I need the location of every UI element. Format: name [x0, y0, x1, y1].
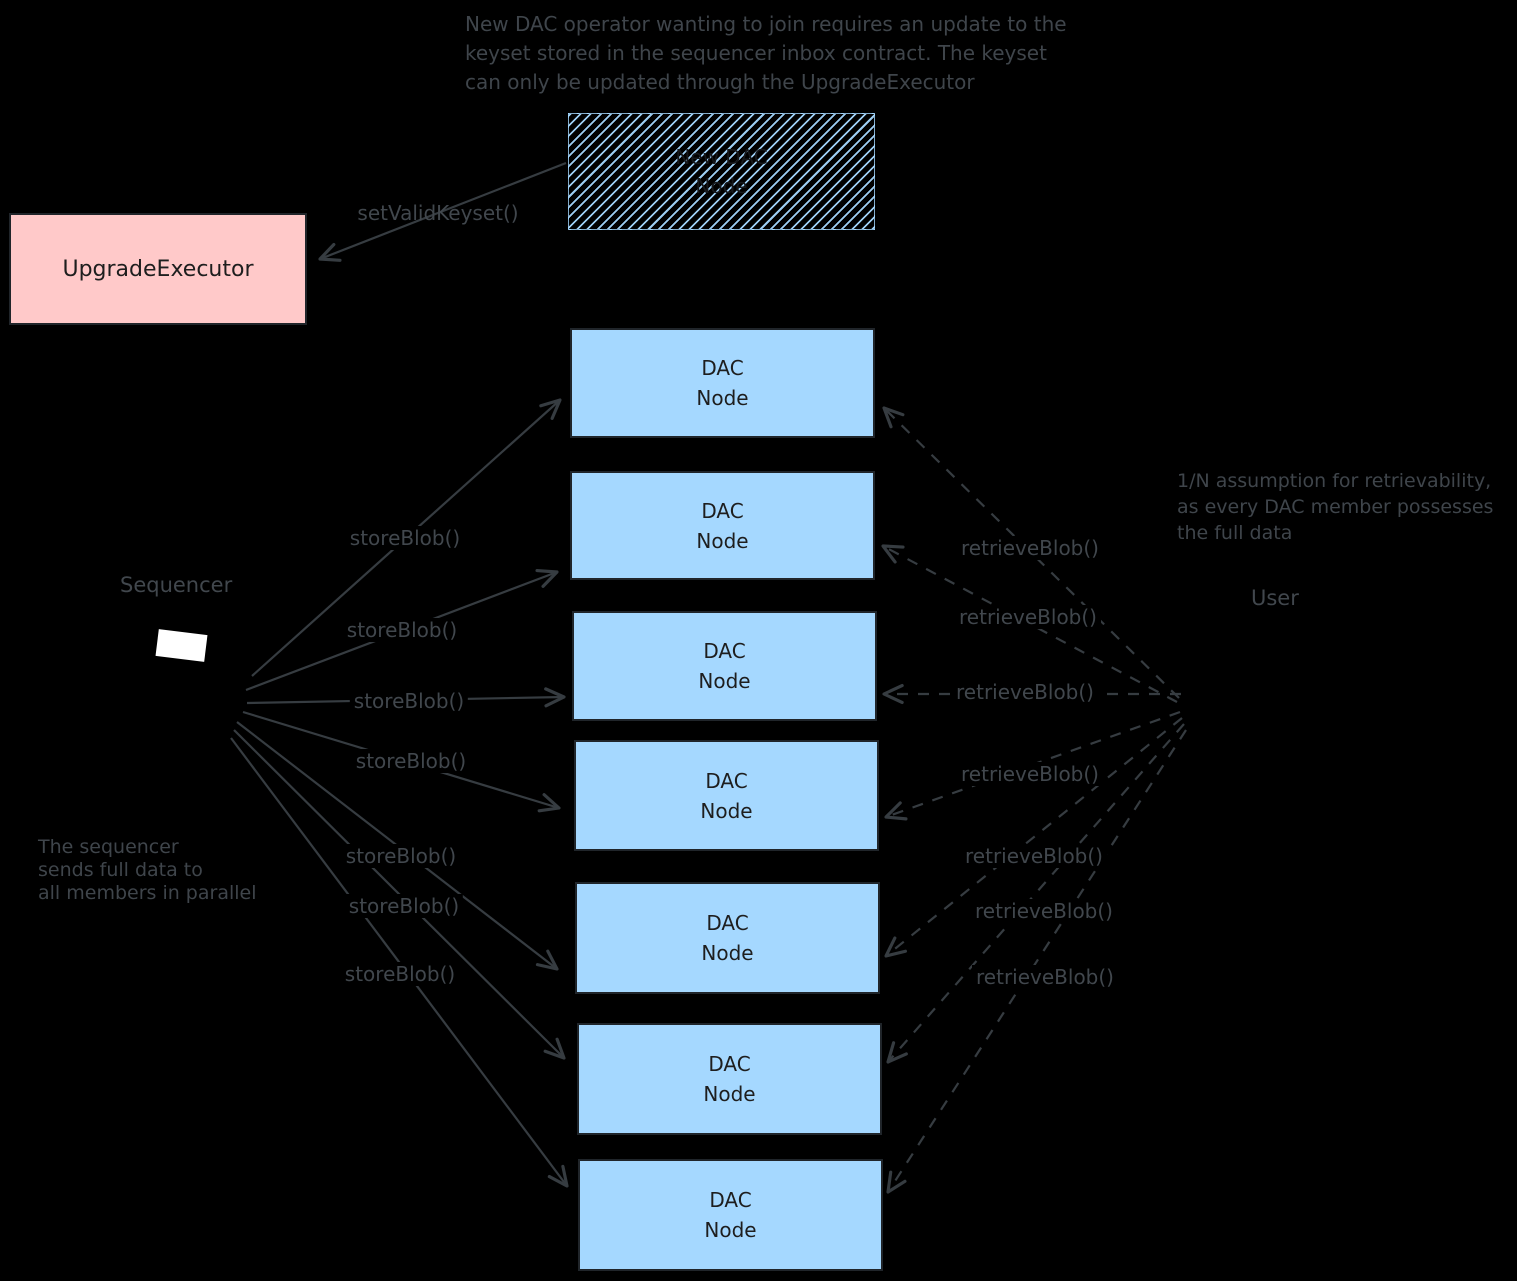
parallel-note: The sequencer sends full data to all mem…: [38, 836, 257, 905]
note-line: can only be updated through the UpgradeE…: [465, 70, 975, 94]
retrieve-blob-label-7: retrieveBlob(): [972, 965, 1118, 989]
note-line: the full data: [1177, 522, 1293, 544]
dac-node-label: DAC: [708, 1052, 751, 1076]
store-blob-label-3: storeBlob(): [349, 689, 469, 713]
dac-node-label: DAC: [709, 1188, 752, 1212]
dac-node-label: Node: [698, 669, 751, 693]
dac-node-label: Node: [700, 798, 753, 823]
dac-node-label: DAC: [701, 498, 744, 523]
dac-node-box-2: DAC Node: [570, 471, 875, 580]
dac-node-label: DAC: [706, 911, 749, 935]
set-valid-keyset-arrow: [318, 161, 567, 262]
dac-node-label: DAC: [703, 639, 746, 663]
upgrade-executor-box: UpgradeExecutor: [9, 213, 307, 325]
store-blob-label-4: storeBlob(): [351, 749, 471, 773]
note-line: The sequencer: [38, 836, 179, 858]
dac-node-label: Node: [704, 1218, 757, 1242]
retrieve-blob-label-5: retrieveBlob(): [961, 844, 1107, 868]
dac-node-box-6: DAC Node: [577, 1023, 882, 1135]
sequencer-icon: [155, 629, 208, 662]
note-line: as every DAC member possesses: [1177, 496, 1494, 518]
set-valid-keyset-label: setValidKeyset(): [357, 201, 519, 225]
retrieve-blob-arrow-5: [884, 717, 1183, 958]
store-blob-label-2: storeBlob(): [342, 618, 462, 642]
retrieve-blob-arrow-7: [886, 729, 1187, 1194]
store-blob-label-5: storeBlob(): [341, 844, 461, 868]
retrieve-blob-label-4: retrieveBlob(): [957, 762, 1103, 786]
dac-node-box-1: DAC Node: [570, 328, 875, 438]
retrieve-blob-label-2: retrieveBlob(): [955, 605, 1101, 629]
upgrade-executor-label: UpgradeExecutor: [62, 256, 254, 282]
dac-node-label: Node: [696, 386, 749, 410]
store-blob-label-6: storeBlob(): [344, 894, 464, 918]
note-line: keyset stored in the sequencer inbox con…: [465, 41, 1047, 65]
note-line: sends full data to: [38, 859, 203, 881]
sequencer-label: Sequencer: [120, 573, 233, 597]
dac-node-label: DAC: [705, 768, 748, 793]
dac-node-label: Node: [703, 1082, 756, 1106]
new-dac-node-box: New DAC Node: [568, 113, 875, 230]
retrieve-blob-label-3: retrieveBlob(): [952, 680, 1098, 704]
store-blob-label-1: storeBlob(): [345, 526, 465, 550]
new-dac-node-label-line1: New DAC: [675, 144, 768, 169]
retrieve-blob-arrow-1: [882, 406, 1180, 699]
retrieve-blob-label-6: retrieveBlob(): [971, 899, 1117, 923]
dac-node-box-3: DAC Node: [572, 611, 877, 721]
note-line: New DAC operator wanting to join require…: [465, 12, 1067, 36]
retrievability-note: 1/N assumption for retrievability, as ev…: [1177, 468, 1493, 546]
dac-node-label: Node: [701, 941, 754, 965]
keyset-note: New DAC operator wanting to join require…: [465, 10, 1067, 97]
retrieve-blob-arrow-2: [881, 544, 1178, 703]
dac-node-box-7: DAC Node: [578, 1159, 883, 1271]
retrieve-blob-label-1: retrieveBlob(): [957, 536, 1103, 560]
dac-node-box-5: DAC Node: [575, 882, 880, 994]
store-blob-label-7: storeBlob(): [340, 962, 460, 986]
note-line: all members in parallel: [38, 882, 257, 904]
user-label: User: [1251, 586, 1299, 610]
dac-node-label: DAC: [701, 356, 744, 380]
dac-node-label: Node: [696, 528, 749, 553]
note-line: 1/N assumption for retrievability,: [1177, 470, 1492, 492]
dac-node-box-4: DAC Node: [574, 740, 879, 851]
new-dac-node-label-line2: Node: [695, 173, 748, 198]
